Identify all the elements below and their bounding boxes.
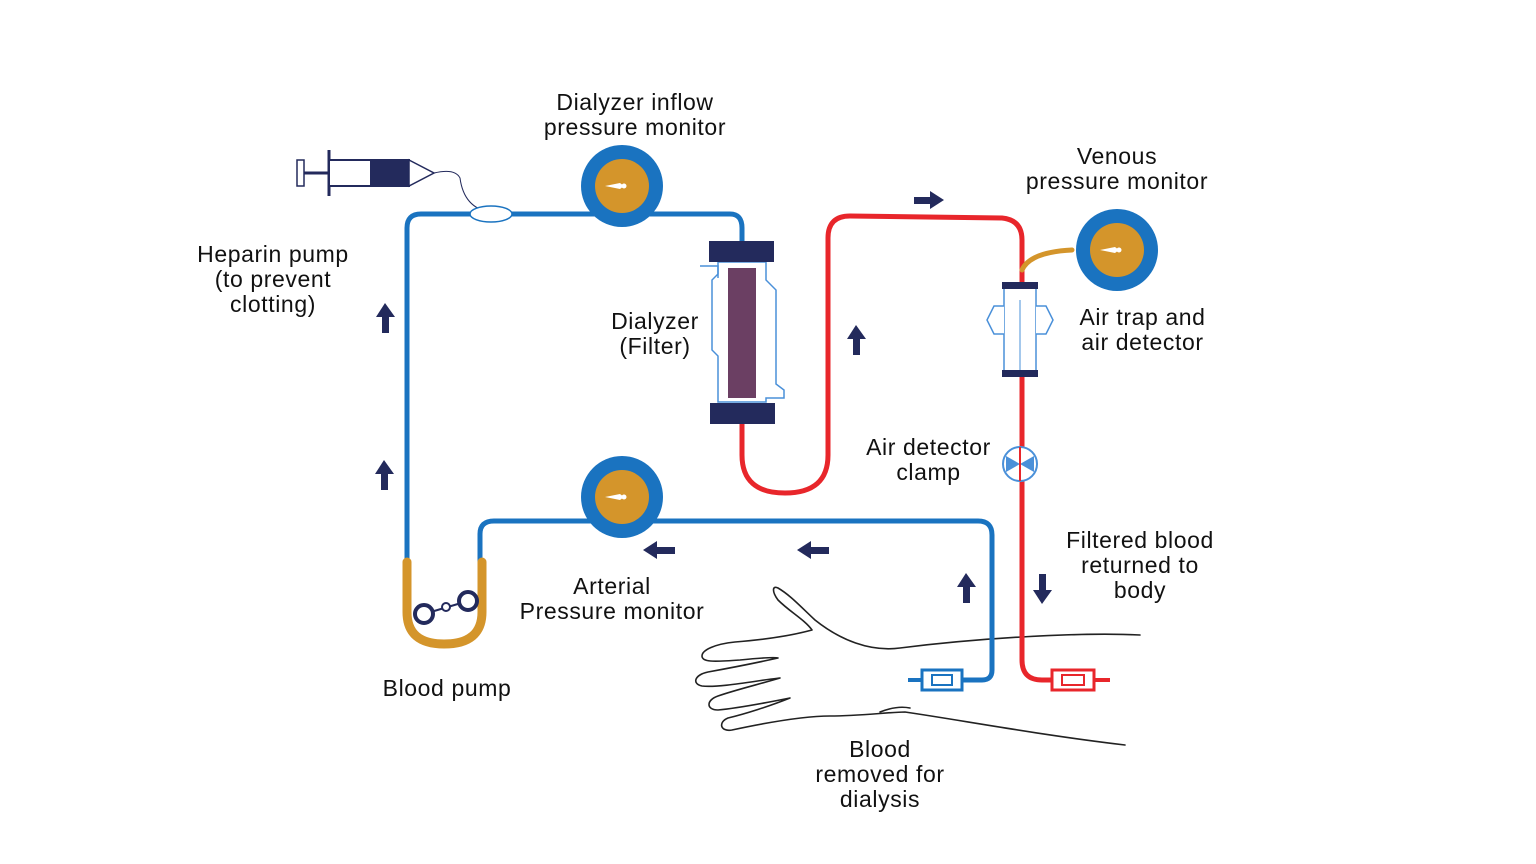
- flow-arrow-icon: [1033, 574, 1052, 604]
- venous-blood-line: [739, 213, 1055, 683]
- flow-arrow-icon: [914, 191, 944, 209]
- dialyzer-filter: [700, 241, 785, 424]
- flow-arrow-icon: [797, 541, 829, 559]
- pressure-gauge-icon: [581, 145, 663, 227]
- flow-arrow-icon: [957, 573, 976, 603]
- arterial-blood-line: [404, 211, 995, 683]
- air-detector-clamp: [1002, 446, 1038, 482]
- venous-monitor-line: [1019, 247, 1075, 273]
- flow-arrow-icon: [847, 325, 866, 355]
- flow-arrow-icon: [376, 303, 395, 333]
- air-trap: [986, 282, 1054, 377]
- dialyzer-label: Dialyzer(Filter): [611, 308, 699, 359]
- flow-arrow-icon: [375, 460, 394, 490]
- hand-arm-outline-icon: [695, 586, 1141, 746]
- pressure-gauge-icon: [1076, 209, 1158, 291]
- venous-needle-connector: [1042, 668, 1110, 692]
- flow-arrow-icon: [643, 541, 675, 559]
- blood-pump-label: Blood pump: [382, 675, 512, 701]
- pressure-gauge-icon: [581, 456, 663, 538]
- syringe-icon: [296, 150, 513, 223]
- arterial-needle-connector: [908, 668, 964, 692]
- blood-pump: [402, 557, 487, 649]
